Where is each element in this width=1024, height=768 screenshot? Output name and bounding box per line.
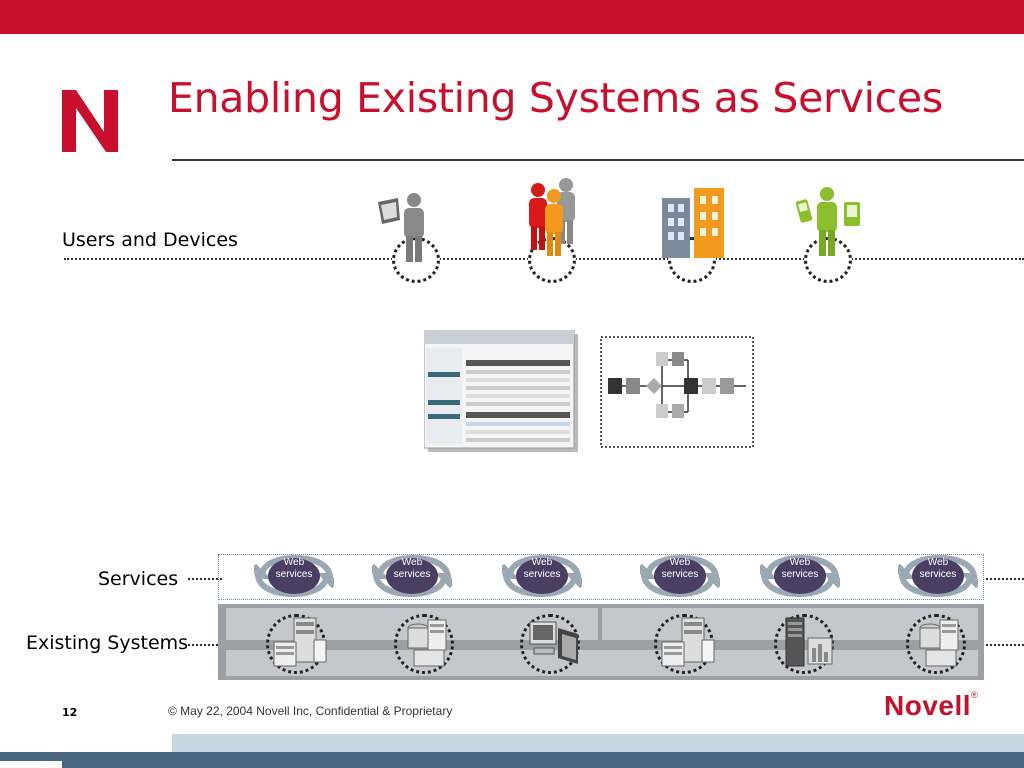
database-icon bbox=[919, 619, 959, 667]
footer-band-gap bbox=[0, 761, 62, 768]
top-accent-bar bbox=[0, 0, 1024, 34]
web-service-line1: Web bbox=[283, 557, 305, 568]
footer-band bbox=[0, 752, 1024, 768]
systems-dotted-line-right bbox=[986, 644, 1024, 646]
existing-systems-label: Existing Systems bbox=[26, 632, 189, 654]
copyright-notice: © May 22, 2004 Novell Inc, Confidential … bbox=[168, 704, 453, 718]
service-cycle-icon bbox=[898, 554, 978, 598]
web-service-line2: services bbox=[919, 569, 957, 580]
brand-wordmark: Novell bbox=[884, 690, 972, 721]
portal-screenshot-icon bbox=[424, 330, 578, 452]
system-ring bbox=[394, 614, 454, 674]
users-and-devices-label: Users and Devices bbox=[62, 229, 238, 251]
services-dotted-line-left bbox=[188, 578, 222, 580]
web-service-line1: Web bbox=[401, 557, 423, 568]
service-cycle-icon bbox=[760, 554, 840, 598]
buildings-icon bbox=[662, 188, 724, 258]
web-service-line2: services bbox=[781, 569, 819, 580]
systems-dotted-line-left bbox=[188, 644, 222, 646]
novell-brand-logo: Novell® bbox=[884, 690, 978, 722]
web-service-line2: services bbox=[523, 569, 561, 580]
database-icon bbox=[407, 619, 447, 667]
server-icon bbox=[661, 617, 715, 667]
mobile-user-icon bbox=[796, 187, 860, 256]
novell-n-logo-icon bbox=[62, 90, 118, 152]
services-panel bbox=[218, 554, 984, 600]
web-service-line1: Web bbox=[789, 557, 811, 568]
existing-systems-panel bbox=[218, 604, 984, 680]
slide-title: Enabling Existing Systems as Services bbox=[168, 74, 943, 122]
web-service-line1: Web bbox=[669, 557, 691, 568]
slide-number: 12 bbox=[62, 706, 78, 719]
system-ring bbox=[520, 614, 580, 674]
server-icon bbox=[273, 617, 327, 667]
server-rack-icon bbox=[785, 617, 833, 667]
computer-icon bbox=[529, 621, 578, 664]
service-cycle-icon bbox=[372, 554, 452, 598]
web-service-line2: services bbox=[661, 569, 699, 580]
system-ring bbox=[906, 614, 966, 674]
services-label: Services bbox=[98, 568, 179, 590]
title-divider bbox=[172, 159, 1024, 161]
web-service-line1: Web bbox=[927, 557, 949, 568]
users-group-icon bbox=[529, 178, 575, 256]
services-dotted-line-right bbox=[986, 578, 1024, 580]
web-service-line1: Web bbox=[531, 557, 553, 568]
service-cycle-icon bbox=[640, 554, 720, 598]
workflow-diagram-icon bbox=[600, 336, 754, 448]
footer-band-light bbox=[172, 734, 1024, 752]
registered-mark: ® bbox=[971, 690, 979, 700]
web-service-line2: services bbox=[393, 569, 431, 580]
user-laptop-icon bbox=[378, 193, 424, 262]
web-service-line2: services bbox=[275, 569, 313, 580]
service-cycle-icon bbox=[254, 554, 334, 598]
service-cycle-icon bbox=[502, 554, 582, 598]
